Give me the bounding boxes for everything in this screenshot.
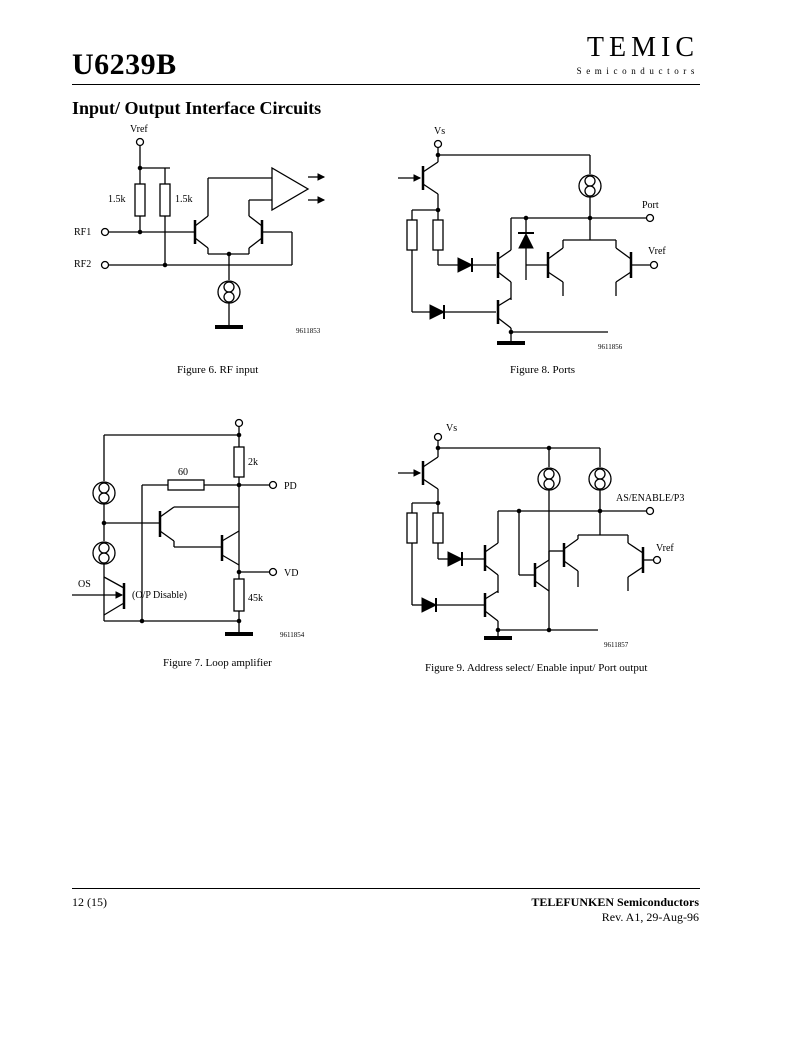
fig7-45k-label: 45k [248,593,263,604]
fig6-rf1-label: RF1 [74,227,91,238]
fig6-amplifier [271,166,310,212]
fig8-port-label: Port [642,200,659,211]
section-title: Input/ Output Interface Circuits [72,98,322,118]
fig9-as-enable-label: AS/ENABLE/P3 [616,493,684,504]
fig8-resistor-1 [406,219,418,251]
figure-6-caption: Figure 6. RF input [177,364,259,376]
fig9-diode-1 [447,551,464,567]
figure-9-caption: Figure 9. Address select/ Enable input/ … [425,662,648,674]
fig8-vref-label: Vref [648,246,666,257]
fig8-id: 9611856 [598,343,623,351]
footer-revision: Rev. A1, 29-Aug-96 [601,910,699,924]
fig9-vs-label: Vs [446,423,457,434]
fig6-r2-label: 1.5k [175,194,193,205]
fig6-vref-label: Vref [130,124,148,135]
fig6-resistor-1 [134,183,146,217]
fig9-vref-label: Vref [656,543,674,554]
fig6-r1-label: 1.5k [108,194,126,205]
fig7-60-label: 60 [178,467,188,478]
footer-company: TELEFUNKEN Semiconductors [531,895,699,909]
fig9-diode-2 [421,597,438,613]
fig8-vs-label: Vs [434,126,445,137]
fig8-resistor-2 [432,219,444,251]
fig9-resistor-1 [406,512,418,544]
brand-logo: TEMIC Semiconductors [577,32,699,76]
fig7-pd-label: PD [284,481,297,492]
fig9-id: 9611857 [604,641,629,649]
footer-info: TELEFUNKEN Semiconductors Rev. A1, 29-Au… [531,895,699,925]
fig6-rf2-label: RF2 [74,259,91,270]
fig8-zener-diode [518,232,534,249]
fig7-vd-label: VD [284,568,298,579]
fig7-resistor-60 [167,479,205,491]
fig7-opdisable-label: (O/P Disable) [132,590,187,601]
header-rule [72,84,700,85]
fig8-diode-1 [457,257,474,273]
figure-6-rf-input-schematic: Vref 1.5k 1.5k RF1 RF2 9611853 [74,124,326,335]
part-number: U6239B [72,48,177,81]
figure-7-loop-amplifier-schematic: 2k PD 60 VD 45k OS (O/P Disable) 9611854 [72,418,305,639]
fig7-os-label: OS [78,579,91,590]
fig6-resistor-2 [159,183,171,217]
brand-subtitle: Semiconductors [576,66,699,76]
fig7-2k-label: 2k [248,457,258,468]
figure-7-caption: Figure 7. Loop amplifier [163,657,272,669]
figure-8-caption: Figure 8. Ports [510,364,576,376]
fig9-resistor-2 [432,512,444,544]
page-number: 12 (15) [72,895,107,909]
figure-8-ports-schematic: Vs Port [398,126,666,351]
fig8-diode-2 [429,304,446,320]
fig6-id: 9611853 [296,327,321,335]
figure-9-address-select-schematic: Vs AS/ENABLE/P3 [398,423,684,649]
fig7-resistor-45k [233,578,245,612]
footer-rule [72,888,700,889]
brand-name: TEMIC [586,32,699,63]
fig7-resistor-2k [233,446,245,478]
fig7-id: 9611854 [280,631,305,639]
